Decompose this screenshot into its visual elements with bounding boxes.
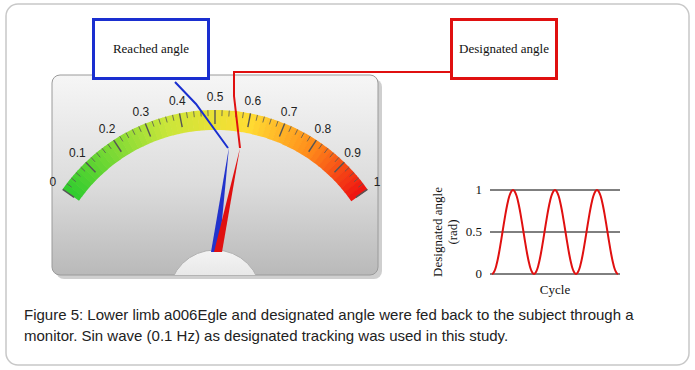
scale-number: 0.4 (169, 95, 186, 109)
scale-number: 0.8 (314, 123, 331, 137)
figure-frame (6, 4, 689, 365)
callout-box: Designated angle (450, 18, 558, 80)
designated-needle (214, 148, 240, 252)
scale-number: 0.6 (244, 95, 261, 109)
callout-box: Reached angle (92, 18, 210, 80)
gauge-hub (169, 250, 261, 275)
leader-line (234, 72, 450, 148)
sine-chart (490, 190, 620, 274)
sine-curve (492, 190, 618, 274)
callout-text: Reached angle (113, 41, 189, 57)
scale-number: 0.5 (207, 91, 224, 105)
scale-number: 0.9 (344, 147, 361, 161)
scale-number: 0 (49, 176, 56, 190)
axis-title: Cycle (540, 283, 570, 298)
axis-tick: 1 (476, 183, 483, 198)
gauge-panel (52, 75, 378, 275)
leader-line (175, 82, 228, 148)
axis-tick: 0 (476, 267, 483, 282)
scale-number: 0.1 (69, 147, 86, 161)
figure-caption: Figure 5: Lower limb a006Egle and design… (24, 304, 672, 346)
axis-tick: 0.5 (466, 225, 482, 240)
scale-number: 0.7 (281, 106, 298, 120)
callout-text: Designated angle (459, 41, 549, 57)
gauge-scale (63, 110, 368, 201)
scale-number: 1 (374, 176, 381, 190)
axis-title: Designated angle (rad) (431, 176, 461, 288)
scale-number: 0.3 (132, 106, 149, 120)
scale-number: 0.2 (99, 123, 116, 137)
